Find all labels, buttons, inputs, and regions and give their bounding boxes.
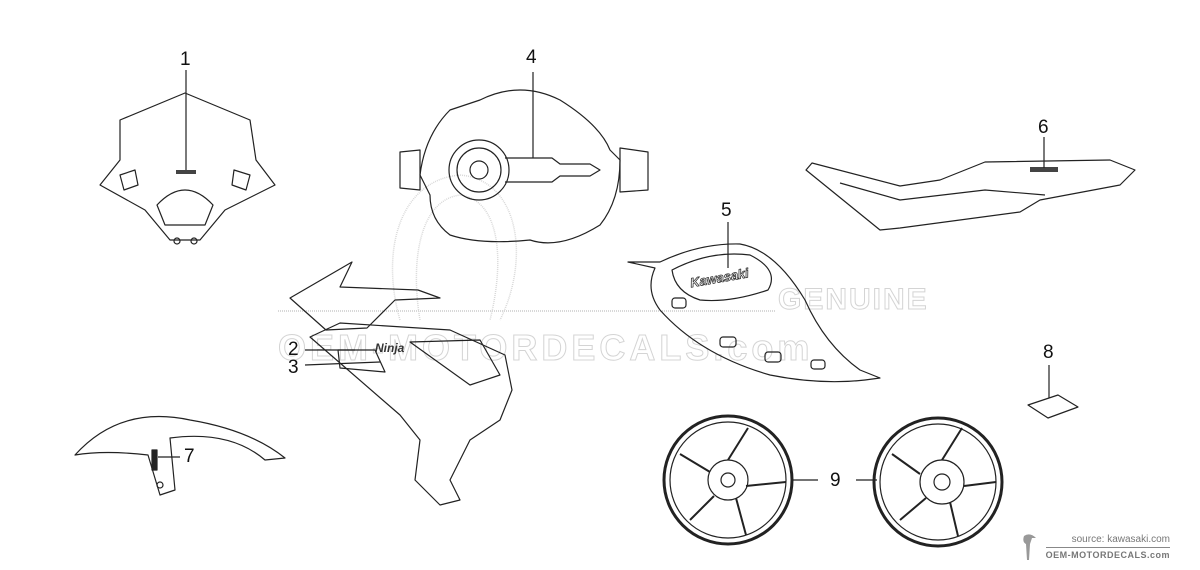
source-text: source: kawasaki.com <box>1071 534 1170 545</box>
part-side-fairing: Ninja <box>289 261 513 506</box>
part-windscreen <box>99 70 276 245</box>
callout-2: 2 <box>288 339 299 360</box>
part-clip <box>1027 365 1079 419</box>
svg-text:Kawasaki: Kawasaki <box>689 265 750 290</box>
callout-7: 7 <box>184 446 195 467</box>
svg-text:Ninja: Ninja <box>375 341 405 355</box>
callout-6: 6 <box>1038 117 1049 138</box>
brand-text: OEM-MOTORDECALS.com <box>1045 547 1170 560</box>
callout-9: 9 <box>830 470 841 491</box>
callout-4: 4 <box>526 47 537 68</box>
part-seat-cowl <box>805 137 1136 231</box>
part-tank-cover: Kawasaki <box>627 222 881 383</box>
callout-1: 1 <box>180 49 191 70</box>
watermark-site: OEM-MOTORDECALS.com <box>277 327 814 369</box>
callout-3: 3 <box>288 357 299 378</box>
part-front-fender <box>74 415 286 496</box>
part-fuel-tank <box>399 72 649 244</box>
source-credit: source: kawasaki.com OEM-MOTORDECALS.com <box>1022 534 1170 560</box>
watermark-genuine: GENUINE <box>778 283 929 317</box>
callout-8: 8 <box>1043 342 1054 363</box>
callout-5: 5 <box>721 200 732 221</box>
part-wheels <box>662 414 1004 548</box>
logo-icon <box>1022 534 1036 560</box>
